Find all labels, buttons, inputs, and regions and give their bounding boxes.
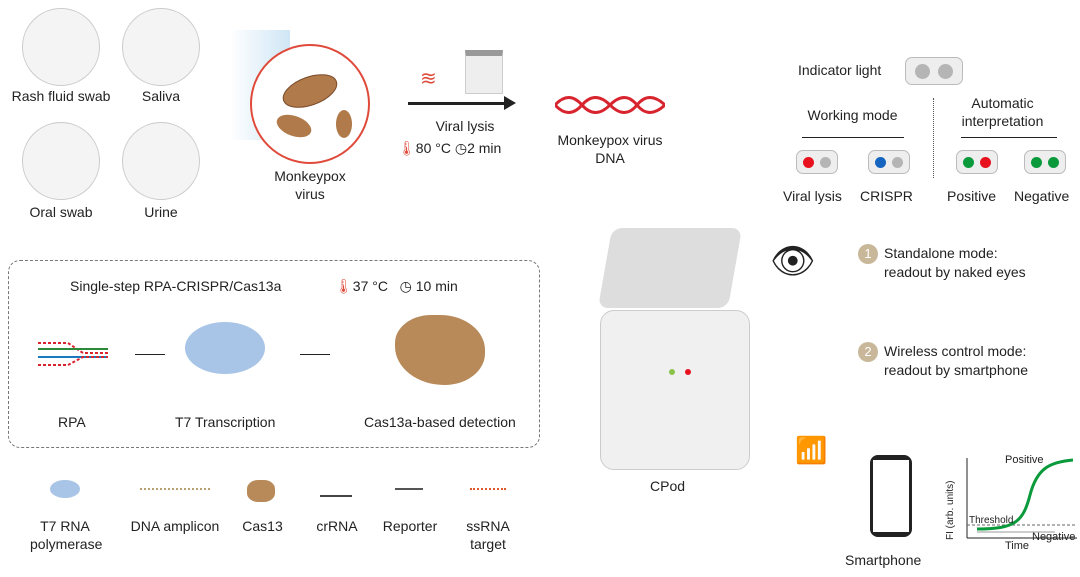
- state-label: CRISPR: [860, 188, 913, 204]
- state-label: Viral lysis: [783, 188, 842, 204]
- indicator-title: Indicator light: [798, 62, 882, 78]
- positive-curve: [976, 458, 1074, 531]
- light-crispr: [868, 150, 910, 174]
- indicator-light: [905, 57, 963, 85]
- eye-icon: 👁: [770, 240, 816, 281]
- legend-label: Reporter: [382, 518, 438, 534]
- legend-label: crRNA: [316, 518, 358, 534]
- device-label: CPod: [650, 478, 686, 494]
- y-axis-label: FI (arb. units): [945, 480, 956, 540]
- clock-icon: ◷: [454, 140, 468, 156]
- reaction-conditions: 🌡37 °C ◷ 10 min: [335, 278, 458, 294]
- arrow-head: [504, 96, 516, 110]
- step-label: T7 Transcription: [175, 414, 276, 430]
- tube-image: [465, 50, 503, 94]
- ssrna-target-icon: [470, 488, 506, 490]
- working-mode-label: Working mode: [807, 107, 898, 123]
- lysis-conditions: 🌡80 °C ◷2 min: [398, 140, 502, 156]
- oral-swab-image: [22, 122, 100, 200]
- crrna-icon: [320, 483, 352, 497]
- state-label: Positive: [947, 188, 997, 204]
- smartphone-label: Smartphone: [845, 552, 922, 568]
- rpa-image: [38, 342, 108, 366]
- step-label: Cas13a-based detection: [364, 414, 516, 430]
- t7-polymerase-icon: [50, 480, 80, 498]
- virus-image: [250, 44, 370, 164]
- sample-label: Urine: [144, 204, 178, 220]
- sample-label: Oral swab: [29, 204, 93, 220]
- cpod-lid: [597, 228, 743, 308]
- light-viral-lysis: [796, 150, 838, 174]
- thermometer-icon: 🌡: [335, 278, 353, 294]
- negative-label: Negative: [1032, 531, 1076, 543]
- reaction-title: Single-step RPA-CRISPR/Cas13a: [70, 278, 282, 294]
- clock-icon: ◷: [399, 278, 412, 294]
- lysis-label: Viral lysis: [435, 118, 495, 134]
- x-axis-label: Time: [1005, 540, 1030, 552]
- urine-image: [122, 122, 200, 200]
- fluorescence-plot: [966, 458, 1077, 539]
- positive-label: Positive: [1005, 454, 1044, 466]
- wifi-icon: 📶: [795, 435, 828, 465]
- legend-label: DNA amplicon: [130, 518, 220, 534]
- light-positive: [956, 150, 998, 174]
- cas13-icon: [247, 480, 275, 502]
- step-label: RPA: [58, 414, 86, 430]
- cas13a-detection-image: [395, 315, 485, 385]
- smartphone-image: [870, 455, 912, 537]
- reporter-icon: [395, 488, 423, 490]
- sample-label: Saliva: [141, 88, 181, 104]
- t7-transcription-image: [185, 322, 265, 374]
- sample-label: Rash fluid swab: [11, 88, 111, 104]
- legend-label: Cas13: [242, 518, 283, 534]
- saliva-image: [122, 8, 200, 86]
- heat-icon: ≋: [420, 68, 437, 90]
- light-negative: [1024, 150, 1066, 174]
- dna-image: [555, 96, 665, 114]
- dna-amplicon-icon: [140, 488, 210, 490]
- thermometer-icon: 🌡: [398, 140, 416, 156]
- cpod-device: [600, 310, 750, 470]
- state-label: Negative: [1014, 188, 1070, 204]
- reaction-panel: [8, 260, 540, 448]
- threshold-label: Threshold: [969, 515, 1014, 526]
- arrow: [408, 102, 508, 105]
- rash-swab-image: [22, 8, 100, 86]
